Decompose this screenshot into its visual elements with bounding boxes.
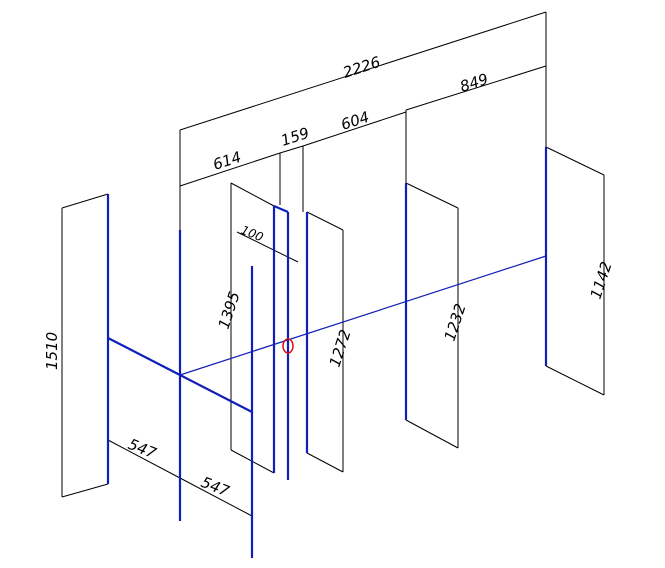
- dim-label-1142: 1142: [587, 259, 616, 301]
- highlight-marker: [282, 338, 294, 354]
- dim-label-849: 849: [458, 70, 491, 96]
- riser-1395-top: [273, 204, 289, 214]
- dimension-labels: 2226 849 604 159 614 100 1510 1395 1272 …: [43, 53, 616, 501]
- branch-left: [107, 337, 181, 376]
- dim-label-1272: 1272: [326, 327, 355, 369]
- dim-label-614: 614: [211, 148, 244, 174]
- dim-label-1510: 1510: [43, 332, 61, 370]
- dim-label-100: 100: [239, 223, 266, 245]
- dim-label-2226: 2226: [341, 53, 383, 82]
- dim-label-159: 159: [279, 124, 312, 150]
- main-header-pipe: [179, 255, 547, 376]
- dim-label-547-b: 547: [199, 473, 233, 501]
- dim-label-1232: 1232: [441, 301, 470, 343]
- dim-label-547-a: 547: [126, 435, 160, 463]
- branch-right: [179, 374, 253, 413]
- dim-label-1395: 1395: [215, 289, 244, 331]
- dim-label-604: 604: [339, 108, 372, 134]
- pipe-network: [106, 147, 548, 558]
